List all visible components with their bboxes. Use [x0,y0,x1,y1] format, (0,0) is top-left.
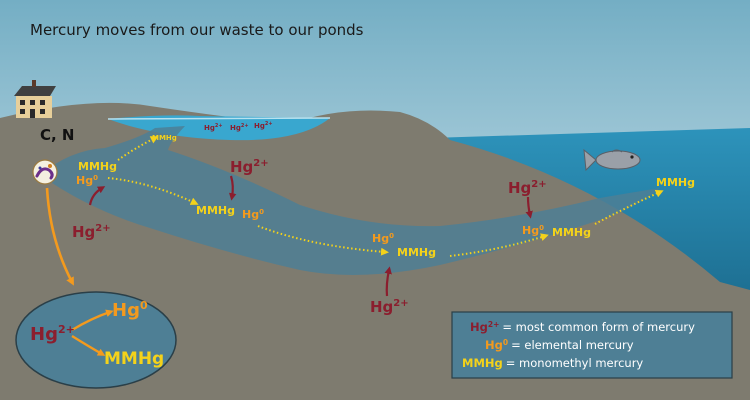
fish-icon [583,148,641,172]
inset-hg2-label: Hg2+ [30,323,75,345]
plume-mmhg-label-4: MMHg [552,226,591,239]
page-title: Mercury moves from our waste to our pond… [30,21,364,39]
inset-arrow-mmhg [71,334,106,356]
inset-arrow-hg0 [71,309,114,332]
legend-item-hg2: Hg2+= most common form of mercury [470,320,695,334]
plume-hg0-label-2: Hg0 [242,208,264,221]
inset-mmhg-label: MMHg [104,349,164,369]
inset-ellipse [15,291,177,389]
plume-hg2-label-3: Hg2+ [370,298,409,316]
flow-arrow-1 [107,177,199,205]
plume-mmhg-label-1: MMHg [78,160,117,173]
legend-box [451,311,733,379]
pond-hg2-label-1: Hg2+ [204,123,223,132]
conversion-arrow-4 [525,196,533,219]
bay-mmhg-label: MMHg [656,176,695,189]
house-icon [14,80,56,118]
conversion-arrow-2 [228,175,237,201]
conversion-arrow-1 [88,186,106,206]
plume-hg2-label-4: Hg2+ [508,179,547,197]
plume-hg0-label-4: Hg0 [522,224,544,237]
flow-arrow-5 [117,136,159,161]
source-label: C, N [40,126,74,144]
legend-item-hg0: Hg0= elemental mercury [485,338,634,352]
pond-surface [107,117,331,120]
plume-mmhg-label-3: MMHg [397,246,436,259]
pond-mmhg-label: MMHg [152,134,177,142]
pond-hg2-label-3: Hg2+ [254,121,273,130]
flow-arrow-3 [449,233,549,257]
pond-hg2-label-2: Hg2+ [230,123,249,132]
plume-hg2-label-2: Hg2+ [230,158,269,176]
flow-arrow-2 [257,225,389,256]
pond [108,115,330,141]
microbe-arrow [45,187,74,286]
plume-hg0-label-1: Hg0 [76,174,98,187]
inset-hg0-label: Hg0 [112,299,148,321]
legend-item-mmhg: MMHg= monomethyl mercury [462,356,643,370]
plume-mmhg-label-2: MMHg [196,204,235,217]
groundwater-plume [40,126,660,275]
plume-hg0-label-3: Hg0 [372,232,394,245]
conversion-arrow-3 [384,266,392,297]
plume-hg2-label-1: Hg2+ [72,223,111,241]
microbe-icon [32,159,58,185]
